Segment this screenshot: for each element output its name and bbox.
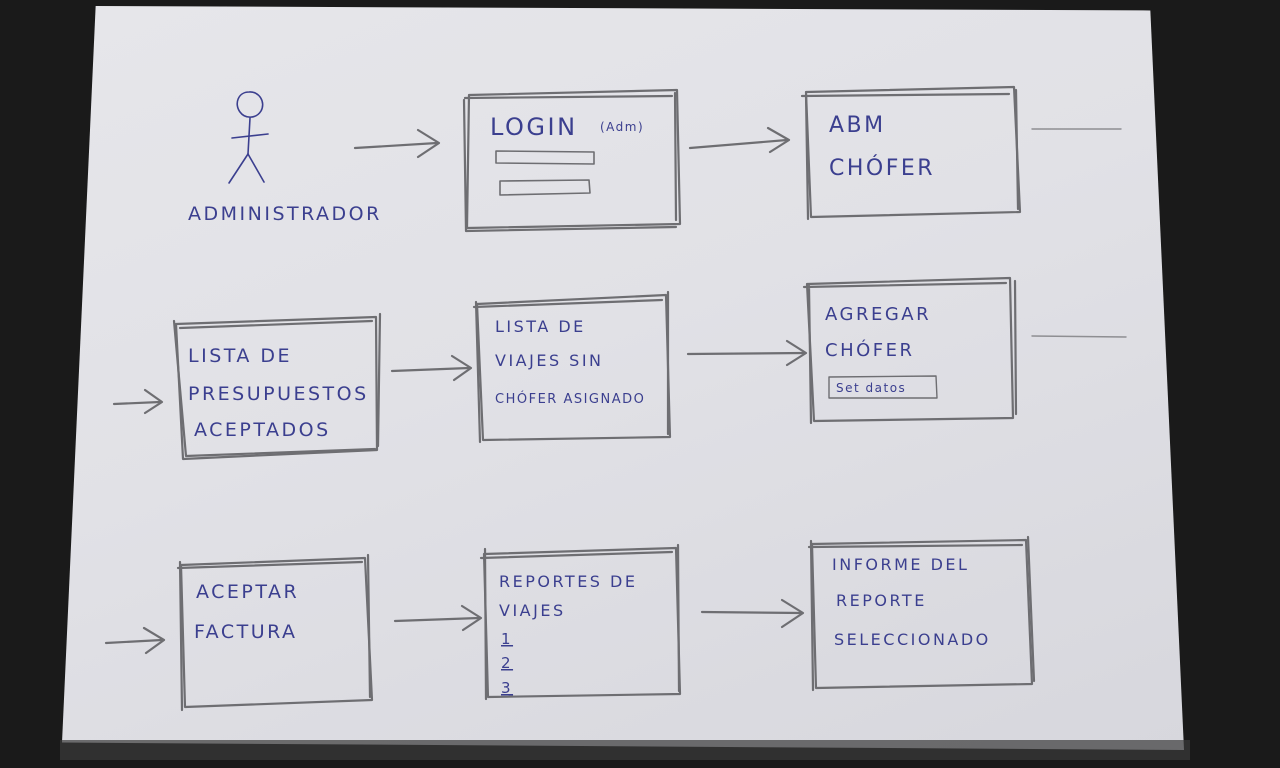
arrow-presupuestos-to-viajes	[390, 354, 473, 382]
actor-label: ADMINISTRADOR	[188, 203, 382, 225]
abm-line-1: ABM	[829, 113, 886, 138]
login-title: LOGIN	[490, 113, 578, 141]
screen-informe-reporte: INFORME DEL REPORTE SELECCIONADO	[807, 535, 1036, 692]
abm-line-2: CHÓFER	[829, 155, 935, 181]
reportes-line-2: VIAJES	[499, 601, 566, 620]
reporte-item-2[interactable]: 2	[501, 654, 513, 672]
viajes-line-1: LISTA DE	[495, 317, 586, 336]
login-subtitle: (Adm)	[600, 120, 644, 134]
reportes-line-1: REPORTES DE	[499, 572, 637, 591]
reporte-item-1[interactable]: 1	[501, 630, 513, 648]
arrow-into-presupuestos	[112, 388, 164, 415]
presupuestos-line-1: LISTA DE	[188, 345, 292, 367]
viajes-line-2: VIAJES SIN	[495, 351, 604, 370]
screen-login: LOGIN (Adm)	[462, 88, 682, 233]
agregar-line-1: AGREGAR	[825, 304, 931, 325]
viajes-line-3: CHÓFER ASIGNADO	[495, 391, 645, 407]
informe-line-1: INFORME DEL	[832, 555, 969, 574]
screen-reportes-viajes: REPORTES DE VIAJES 1 2 3	[479, 543, 682, 701]
arrow-into-factura	[104, 626, 166, 655]
factura-line-1: ACEPTAR	[196, 581, 299, 603]
screen-lista-presupuestos: LISTA DE PRESUPUESTOS ACEPTADOS	[172, 312, 382, 461]
login-username-field	[495, 150, 595, 165]
arrow-actor-to-login	[353, 128, 441, 159]
actor-administrador: ADMINISTRADOR	[188, 91, 382, 225]
reportes-list: 1 2 3	[501, 630, 513, 697]
screen-agregar-chofer: AGREGAR CHÓFER Set datos	[802, 276, 1018, 425]
informe-line-3: SELECCIONADO	[834, 630, 991, 649]
login-password-field	[499, 179, 591, 196]
arrow-factura-to-reportes	[393, 604, 483, 632]
screen-lista-viajes: LISTA DE VIAJES SIN CHÓFER ASIGNADO	[472, 290, 672, 444]
set-datos-button[interactable]: Set datos	[828, 375, 938, 399]
desk-edge	[60, 740, 1190, 760]
informe-line-2: REPORTE	[836, 591, 927, 610]
arrow-login-to-abm	[688, 126, 791, 154]
arrow-reportes-to-informe	[700, 598, 805, 629]
screen-abm-chofer: ABM CHÓFER	[800, 85, 1022, 221]
dash-agregar-continues	[1031, 335, 1127, 338]
screen-aceptar-factura: ACEPTAR FACTURA	[176, 553, 374, 712]
stick-figure-icon	[228, 91, 269, 184]
arrow-viajes-to-agregar	[686, 339, 808, 367]
reporte-item-3[interactable]: 3	[501, 679, 513, 697]
agregar-line-2: CHÓFER	[825, 339, 915, 361]
presupuestos-line-3: ACEPTADOS	[194, 419, 331, 441]
factura-line-2: FACTURA	[194, 621, 298, 643]
set-datos-label: Set datos	[836, 381, 906, 395]
presupuestos-line-2: PRESUPUESTOS	[188, 383, 369, 405]
